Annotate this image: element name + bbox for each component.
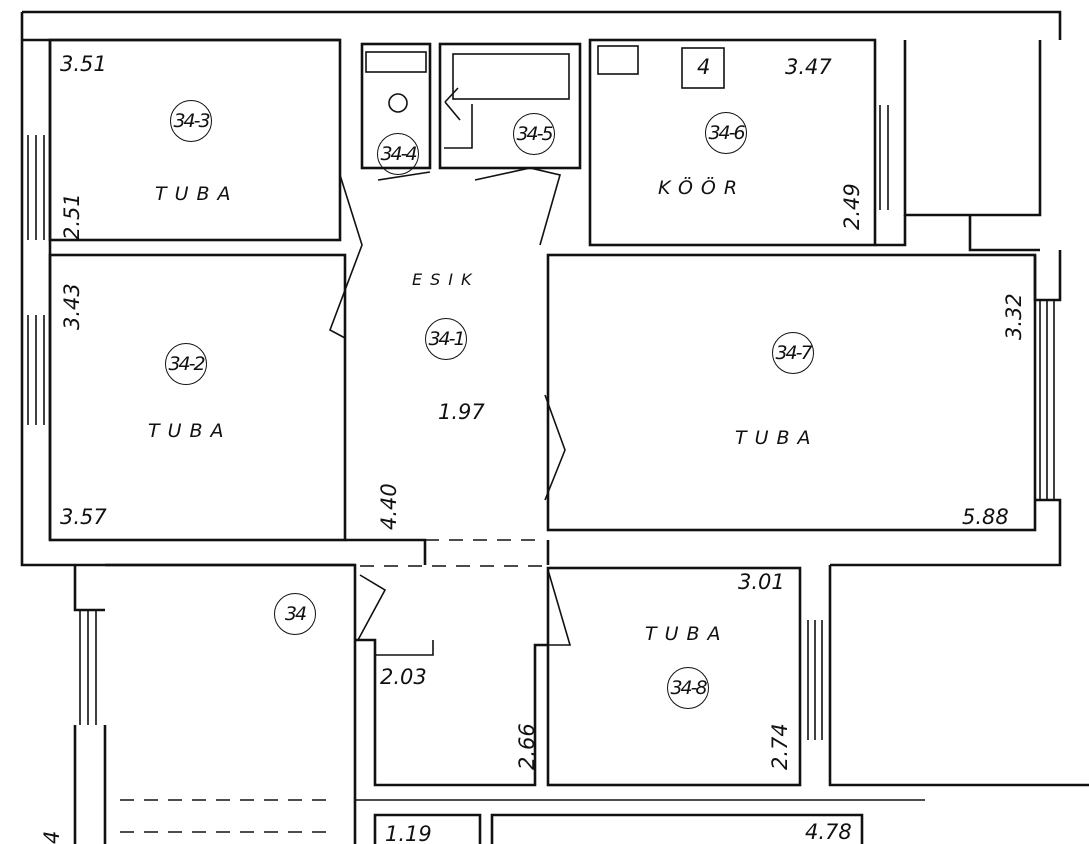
dim-34-2-width: 3.57 — [60, 505, 107, 529]
room-34-5-outline — [438, 42, 582, 170]
dim-34-3-depth: 2.51 — [60, 193, 84, 240]
dim-34-7-width: 5.88 — [962, 505, 1009, 529]
room-number-34-1: 34-1 — [425, 318, 467, 360]
dim-34-7-depth: 3.32 — [1002, 293, 1026, 340]
room-34-2-outline — [48, 253, 347, 542]
dim-34-1-width: 1.97 — [438, 400, 485, 424]
toilet-bowl — [388, 93, 408, 113]
dim-34-8-width: 3.01 — [738, 570, 785, 594]
toilet-tank — [365, 51, 427, 73]
room-name-34-1: ESIK — [412, 270, 480, 289]
dim-lower-left: 4 — [40, 830, 64, 844]
dim-34-6-width: 3.47 — [785, 55, 832, 79]
dim-34-2-depth: 3.43 — [60, 283, 84, 330]
room-34-3-outline — [48, 38, 342, 242]
dim-closet-depth: 2.66 — [515, 723, 539, 770]
room-right-upper-outline — [903, 40, 1042, 217]
room-name-34-2: TUBA — [148, 420, 232, 442]
dim-34-6-depth: 2.49 — [840, 183, 864, 230]
closet-wall — [375, 640, 434, 656]
room-name-34-7: TUBA — [735, 427, 819, 449]
room-name-34-8: TUBA — [645, 623, 729, 645]
door-swing — [547, 569, 572, 646]
room-number-34-8: 34-8 — [667, 667, 709, 709]
room-34-outline — [73, 563, 548, 844]
room-34-7-outline — [546, 253, 1037, 532]
dim-closet-width: 2.03 — [380, 665, 427, 689]
room-number-34-7: 34-7 — [772, 332, 814, 374]
shower — [444, 87, 473, 149]
dim-34-3-width: 3.51 — [60, 52, 107, 76]
wall-segment — [345, 538, 427, 565]
dashed-boundary — [360, 539, 545, 567]
stove-label: 4 — [697, 55, 711, 79]
lower-rooms-outline — [373, 813, 864, 844]
room-number-34-5: 34-5 — [513, 113, 555, 155]
door-swings — [329, 167, 566, 501]
room-number-34: 34 — [274, 593, 316, 635]
room-number-34-4: 34-4 — [377, 133, 419, 175]
room-right-lower-outline — [828, 565, 1089, 787]
room-name-34-6: KÖÖR — [658, 177, 746, 199]
room-number-34-6: 34-6 — [705, 112, 747, 154]
room-34-8-outline — [546, 566, 802, 787]
bathtub — [452, 53, 570, 100]
dashed-boundary-lower — [120, 799, 330, 833]
wall-segment — [875, 215, 1040, 252]
room-name-34-3: TUBA — [155, 183, 239, 205]
dim-34-1-length: 4.40 — [377, 483, 401, 530]
dim-34-8-depth: 2.74 — [768, 723, 792, 770]
windows — [27, 105, 1055, 740]
dim-lower-small: 1.19 — [385, 822, 432, 844]
door-swing — [357, 574, 387, 641]
dim-lower-large: 4.78 — [805, 820, 852, 844]
room-number-34-3: 34-3 — [170, 100, 212, 142]
sink — [597, 45, 639, 75]
stove — [681, 47, 725, 89]
room-number-34-2: 34-2 — [165, 343, 207, 385]
room-34-6-outline — [588, 38, 877, 247]
